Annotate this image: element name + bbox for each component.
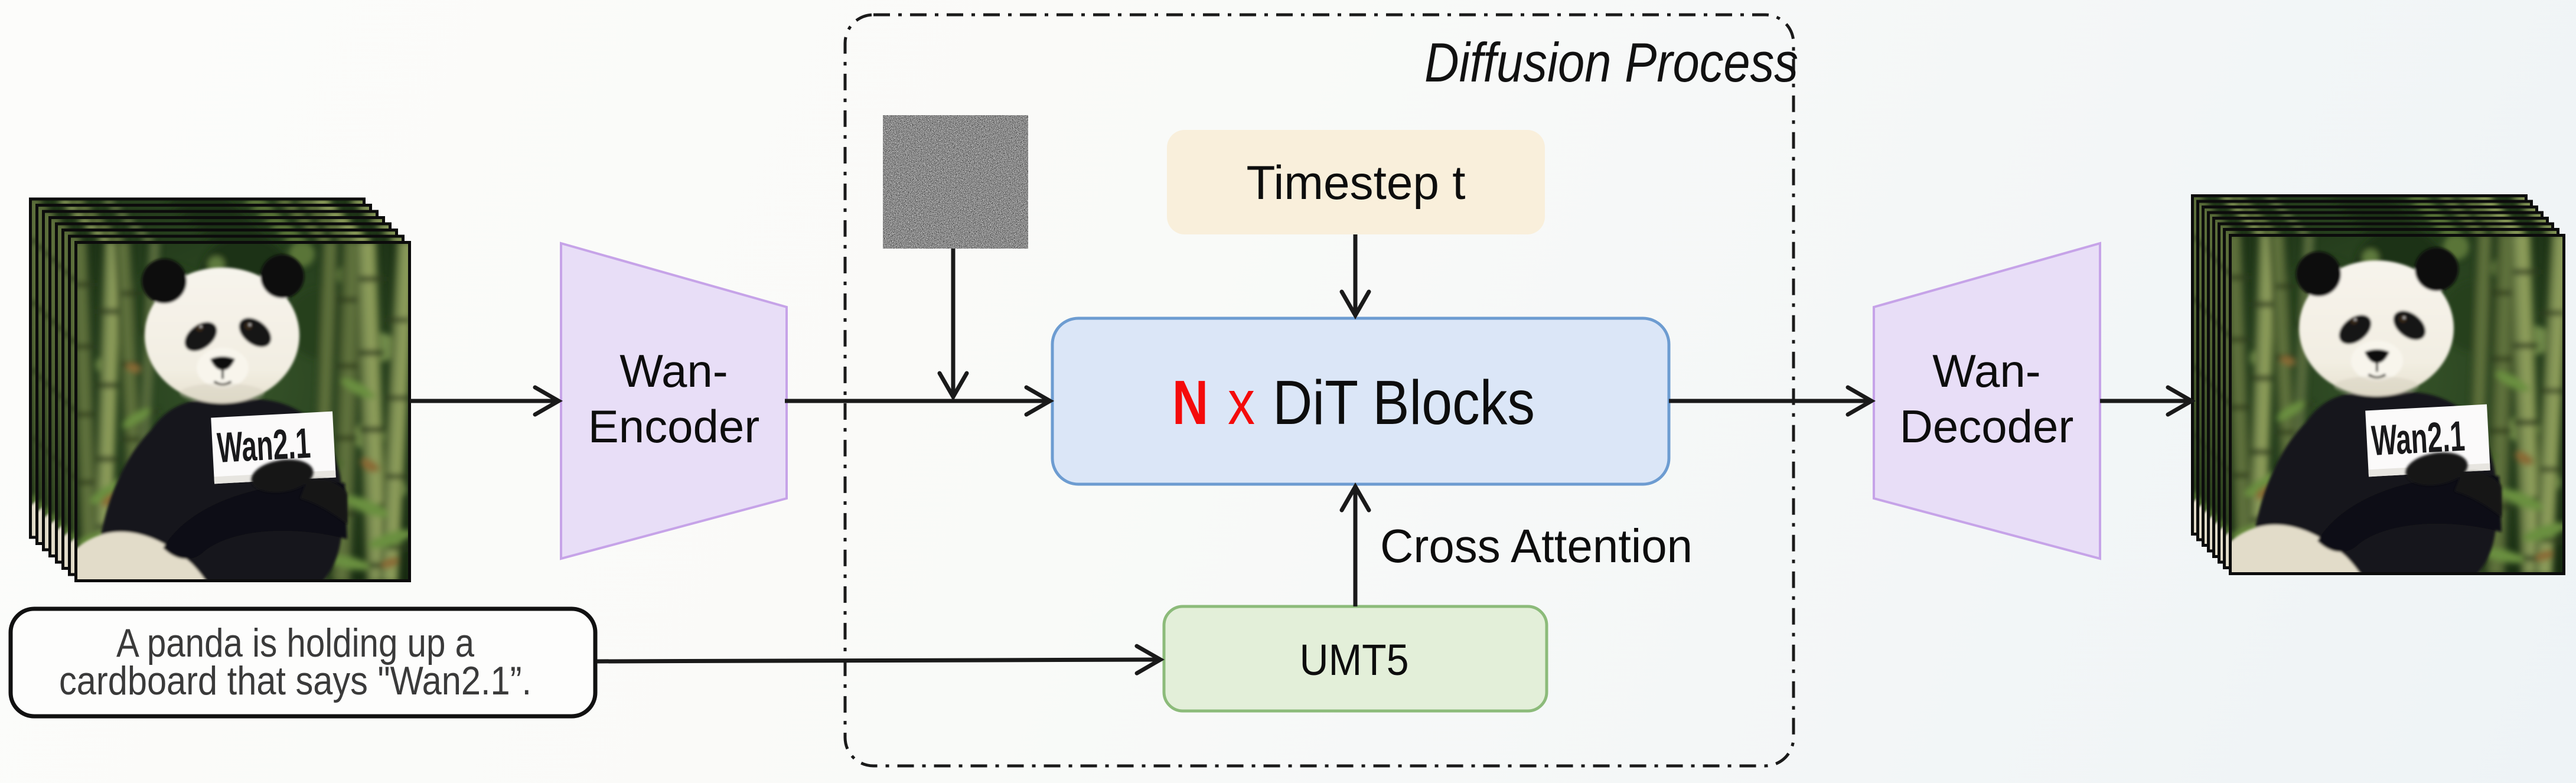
svg-text:Wan-: Wan- (619, 345, 728, 397)
svg-text:cardboard that says "Wan2.1”.: cardboard that says "Wan2.1”. (59, 658, 531, 703)
svg-text:Diffusion Process: Diffusion Process (1424, 31, 1798, 93)
svg-text:x: x (1228, 368, 1255, 438)
svg-text:Wan-: Wan- (1932, 345, 2040, 397)
svg-text:Decoder: Decoder (1900, 400, 2074, 452)
svg-text:Encoder: Encoder (588, 400, 760, 452)
svg-text:A panda is holding up a: A panda is holding up a (116, 621, 474, 665)
svg-text:UMT5: UMT5 (1300, 635, 1409, 684)
svg-text:Cross Attention: Cross Attention (1380, 520, 1693, 572)
svg-text:Timestep t: Timestep t (1247, 156, 1466, 210)
svg-text:DiT Blocks: DiT Blocks (1273, 368, 1535, 438)
svg-text:N: N (1172, 368, 1208, 438)
